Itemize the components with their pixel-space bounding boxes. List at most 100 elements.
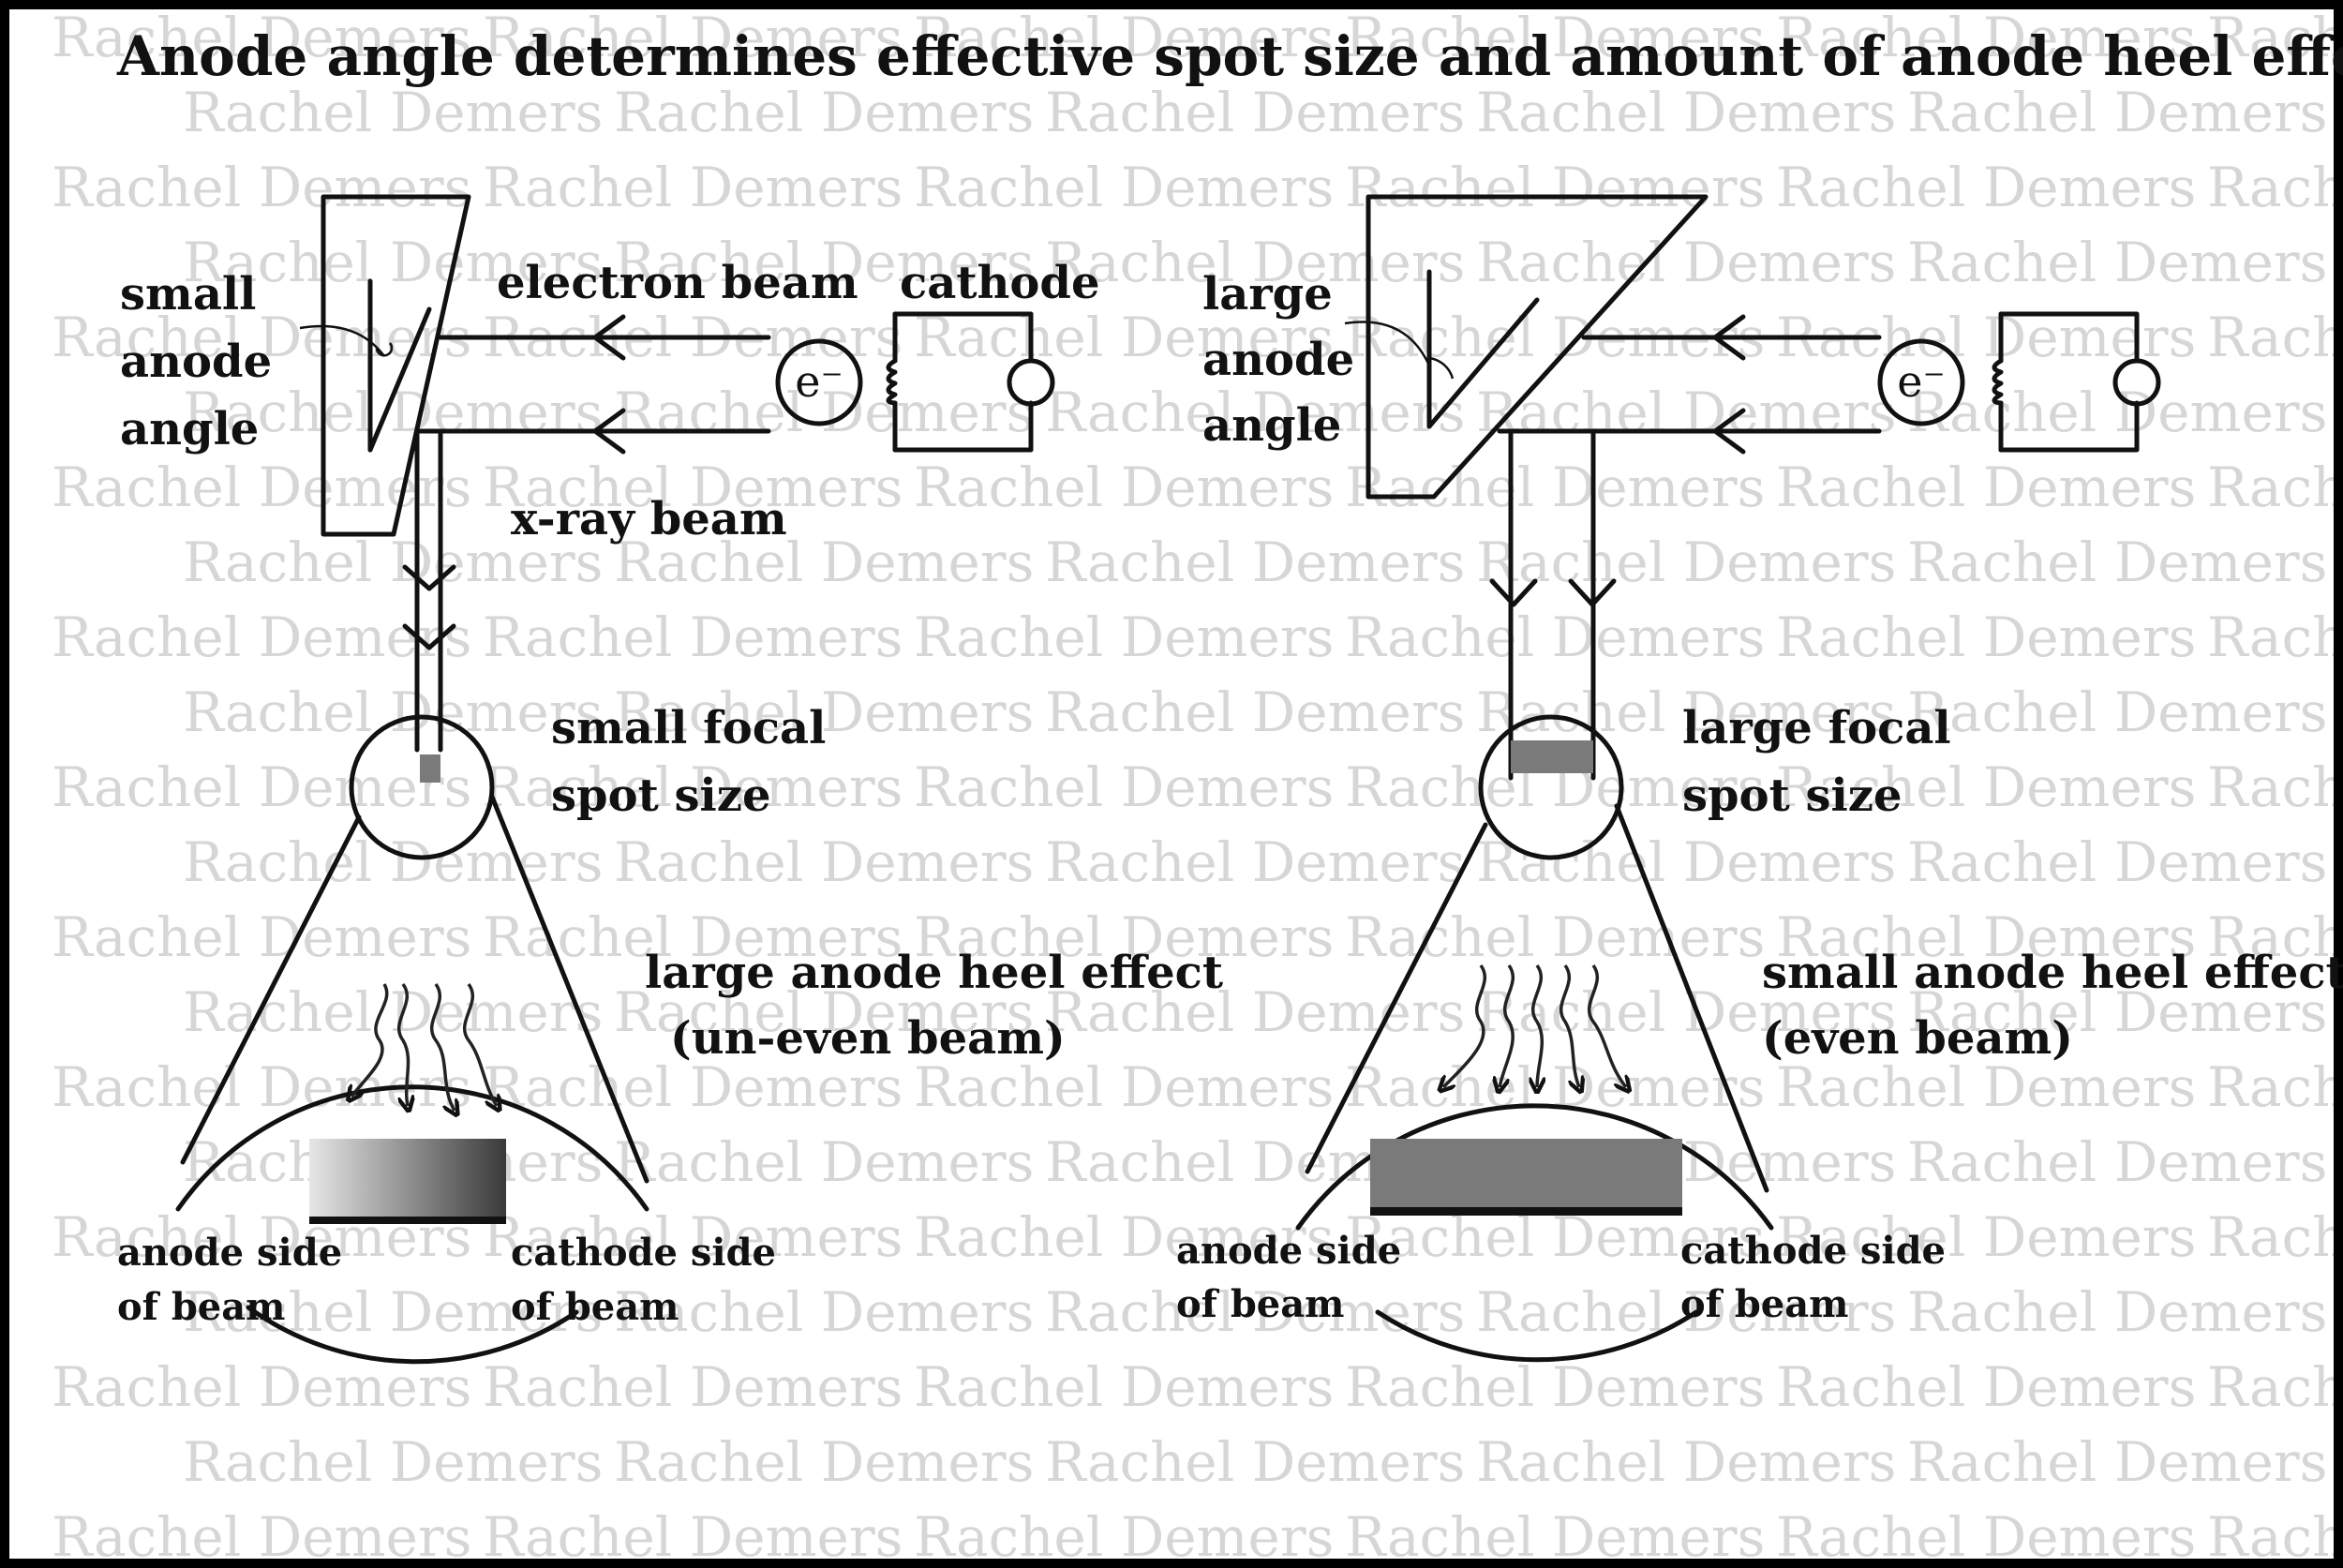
watermark-text: Rachel Demers [483,905,903,969]
cathode-label: cathode [900,257,1100,309]
watermark-text: Rachel Demers [483,1355,903,1419]
watermark-text: Rachel Demers [614,81,1034,144]
watermark-text: Rachel Demers [1345,156,1765,219]
small-focal-spot [420,754,440,783]
magnifier-cone-left [180,814,362,1165]
watermark-text: Rachel Demers [1776,1055,2196,1119]
watermark-text: Rachel Demers [1045,231,1465,294]
left-focal-spot-label-1: small focal [551,702,826,754]
watermark-text: Rachel Demers [1476,980,1896,1044]
watermark-text: Rachel Demers [1045,1280,1465,1344]
xray-arrow-1 [402,564,456,591]
watermark-text: Rachel Demers [483,1505,903,1568]
right-cathode-side-label-1: cathode side [1680,1229,1946,1273]
watermark-text: Rachel Demers [183,231,603,294]
watermark-text: Rachel Demers [52,1505,471,1568]
watermark-text: Rachel Demers [1476,1280,1896,1344]
wavy-xray-1 [351,983,389,1097]
watermark-text: Rachel Demers [52,605,471,669]
watermark-text: Rachel Demers [483,156,903,219]
wavy-xray-right-3 [1533,963,1543,1087]
magnifier-cone-right [489,794,649,1184]
filament-coil-right [1992,358,2004,406]
watermark-text: Rachel Demers [1476,381,1896,444]
watermark-text: Rachel Demers [1776,1205,2196,1269]
left-anode-angle-label-3: angle [120,403,259,455]
watermark-text: Rachel Demers [1476,1430,1896,1494]
cathode-circuit-bottom-right [1998,400,2140,453]
watermark-text: Rachel Demers [1907,231,2327,294]
watermark-text: Rachel Demers [1776,605,2196,669]
watermark-text: Rachel Demers [2207,455,2343,519]
diagram-title: Anode angle determines effective spot si… [116,24,2343,88]
watermark-text: Rachel Demers [1907,81,2327,144]
watermark-text: Rachel Demers [1045,81,1465,144]
watermark-text: Rachel Demers [614,680,1034,744]
heel-view-circle-top-right [1295,1103,1774,1231]
watermark-text: Rachel Demers [1776,455,2196,519]
watermark-text: Rachel Demers [614,381,1034,444]
anode-face-line [367,306,432,453]
right-cathode-side-label-2: of beam [1680,1282,1848,1326]
anode-face-line-large [1426,297,1540,429]
magnifier-cone-right-right [1614,803,1769,1193]
watermark-text: Rachel Demers [1345,605,1765,669]
watermark-text: Rachel Demers [1907,1130,2327,1194]
cathode-power-source [1007,358,1055,407]
electron-arrow-top [592,314,626,361]
watermark-text: Rachel Demers [483,1055,903,1119]
detector-bar-left [309,1217,506,1224]
anode-angle-arc-large [1428,356,1455,380]
watermark-text: Rachel Demers [2207,1355,2343,1419]
watermark-text: Rachel Demers [1045,530,1465,594]
large-focal-spot [1511,740,1593,773]
watermark-text: Rachel Demers [1045,381,1465,444]
left-cathode-side-label-1: cathode side [511,1231,776,1275]
watermark-text: Rachel Demers [183,980,603,1044]
heel-view-circle-bottom-right [1375,1309,1699,1363]
watermark-text: Rachel Demers [614,1430,1034,1494]
watermark-text: Rachel Demers [1345,905,1765,969]
left-focal-spot-label-2: spot size [551,769,771,822]
watermark-text: Rachel Demers [1345,6,1765,69]
focal-spot-magnifier [349,714,495,860]
cathode-circuit-bottom [892,400,1034,453]
watermark-text: Rachel Demers [914,1055,1334,1119]
watermark-text: Rachel Demers [483,1205,903,1269]
wavy-xray-right-5 [1587,963,1626,1087]
watermark-text: Rachel Demers [1907,830,2327,894]
xray-arrow-2 [402,623,456,650]
watermark-text: Rachel Demers [1345,1055,1765,1119]
watermark-text: Rachel Demers [2207,755,2343,819]
electron-symbol-circle-right [1877,338,1965,426]
anode-target-large [1366,194,1709,500]
uneven-beam-intensity [309,1139,506,1218]
watermark-text: Rachel Demers [1907,530,2327,594]
wavy-xray-right-2 [1500,963,1515,1087]
watermark-text: Rachel Demers [1476,830,1896,894]
watermark-text: Rachel Demers [183,830,603,894]
watermark-text: Rachel Demers [2207,156,2343,219]
watermark-text: Rachel Demers [52,156,471,219]
watermark-text: Rachel Demers [2207,6,2343,69]
watermark-text: Rachel Demers [1345,1205,1765,1269]
watermark-text: Rachel Demers [483,605,903,669]
right-heel-effect-label-2: (even beam) [1762,1012,2073,1065]
heel-view-circle-bottom [246,1305,579,1365]
watermark-text: Rachel Demers [2207,1505,2343,1568]
electron-symbol: e⁻ [795,356,843,407]
anode-target-small [321,194,471,537]
watermark-text: Rachel Demers [1907,680,2327,744]
watermark-text: Rachel Demers [1045,1430,1465,1494]
right-heel-effect-label-1: small anode heel effect [1762,947,2343,999]
watermark-text: Rachel Demers [1776,905,2196,969]
watermark-text: Rachel Demers [1476,231,1896,294]
watermark-text: Rachel Demers [1776,1355,2196,1419]
watermark-text: Rachel Demers [614,980,1034,1044]
watermark-text: Rachel Demers [483,755,903,819]
electron-arrow-bottom [592,408,626,455]
watermark-text: Rachel Demers [183,680,603,744]
